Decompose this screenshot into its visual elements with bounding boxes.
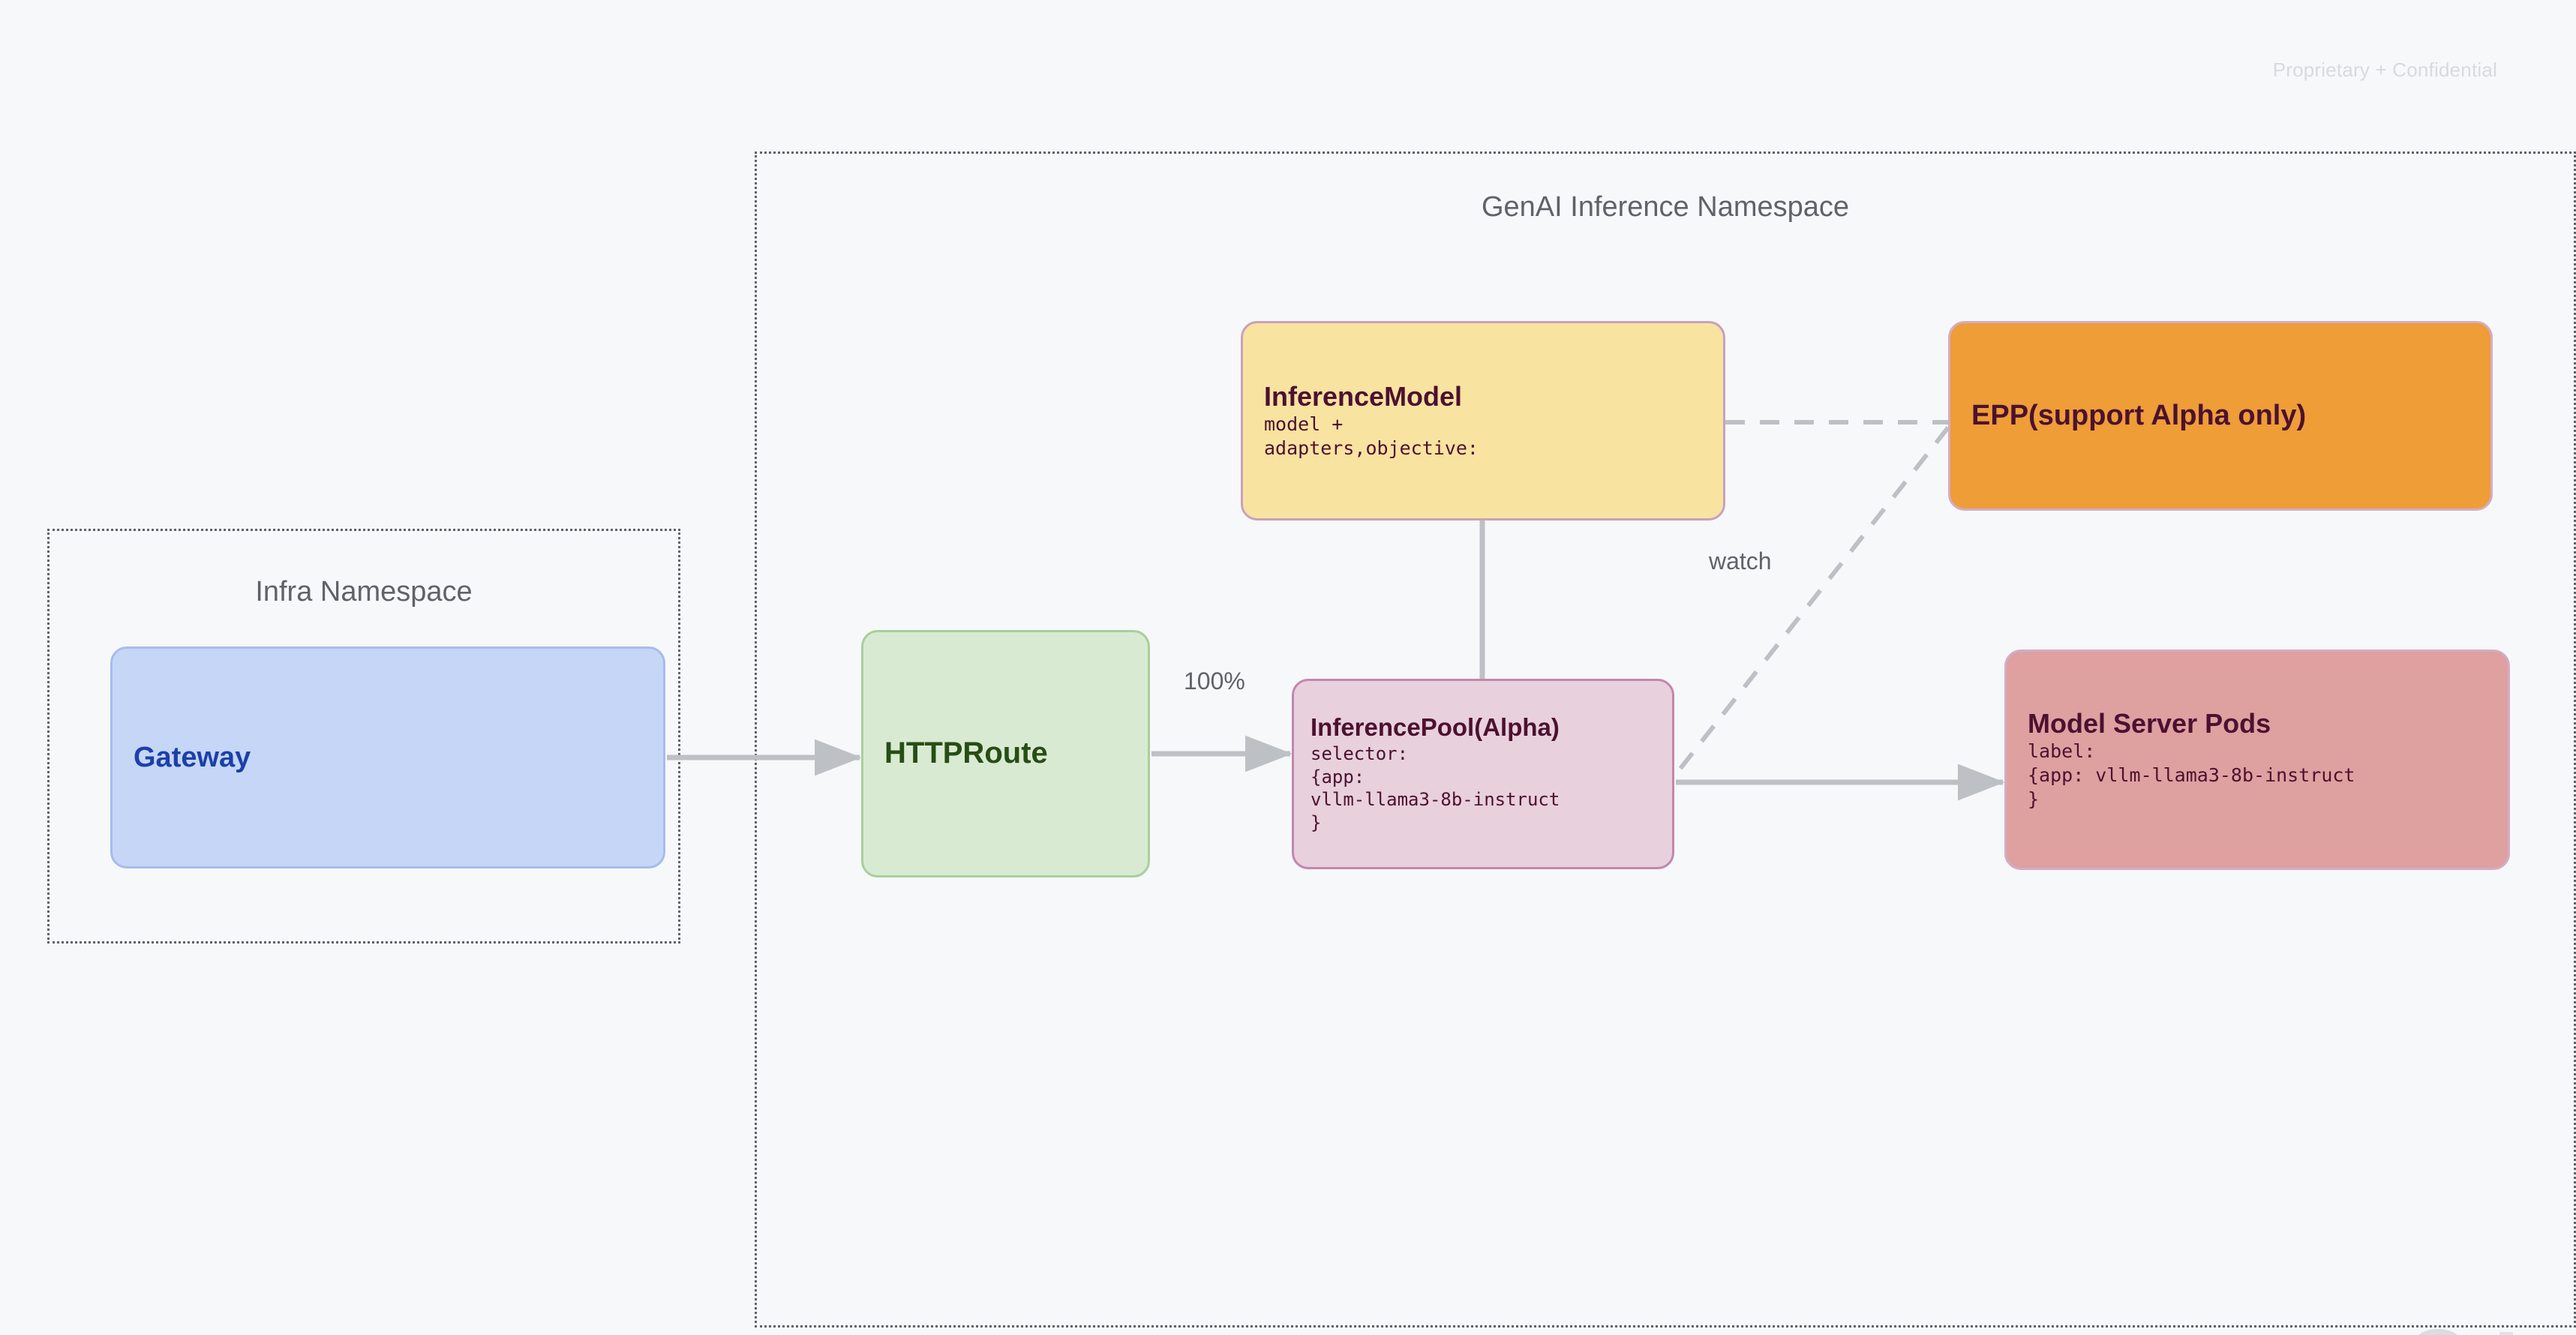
infra-namespace-container: Infra Namespace <box>47 529 680 944</box>
infra-namespace-label: Infra Namespace <box>255 576 473 608</box>
epp-title: EPP(support Alpha only) <box>1971 400 2307 432</box>
gateway-node[interactable]: Gateway <box>110 646 665 868</box>
inferencepool-selector: selector: {app: vllm-llama3-8b-instruct … <box>1311 743 1560 834</box>
httproute-node[interactable]: HTTPRoute <box>861 630 1150 878</box>
edge-label-watch: watch <box>1709 548 1772 574</box>
httproute-title: HTTPRoute <box>884 736 1048 770</box>
genai-namespace-label: GenAI Inference Namespace <box>1481 191 1850 223</box>
epp-node[interactable]: EPP(support Alpha only) <box>1948 321 2493 511</box>
inferencemodel-title: InferenceModel <box>1264 380 1463 412</box>
model-server-pods-title: Model Server Pods <box>2028 707 2271 739</box>
inferencepool-title: InferencePool(Alpha) <box>1311 713 1560 742</box>
inferencepool-node[interactable]: InferencePool(Alpha) selector: {app: vll… <box>1292 679 1674 869</box>
model-server-pods-node[interactable]: Model Server Pods label: {app: vllm-llam… <box>2004 650 2510 870</box>
confidentiality-watermark: Proprietary + Confidential <box>2272 58 2497 81</box>
inferencemodel-node[interactable]: InferenceModel model + adapters,objectiv… <box>1241 321 1725 520</box>
edge-label-100-percent: 100% <box>1184 668 1245 694</box>
gateway-title: Gateway <box>134 741 251 773</box>
inferencemodel-spec: model + adapters,objective: <box>1264 413 1479 460</box>
model-server-pods-label: label: {app: vllm-llama3-8b-instruct } <box>2028 740 2355 811</box>
corner-logo-icon <box>2418 1329 2513 1335</box>
genai-inference-namespace-container: GenAI Inference Namespace <box>755 152 2576 1328</box>
